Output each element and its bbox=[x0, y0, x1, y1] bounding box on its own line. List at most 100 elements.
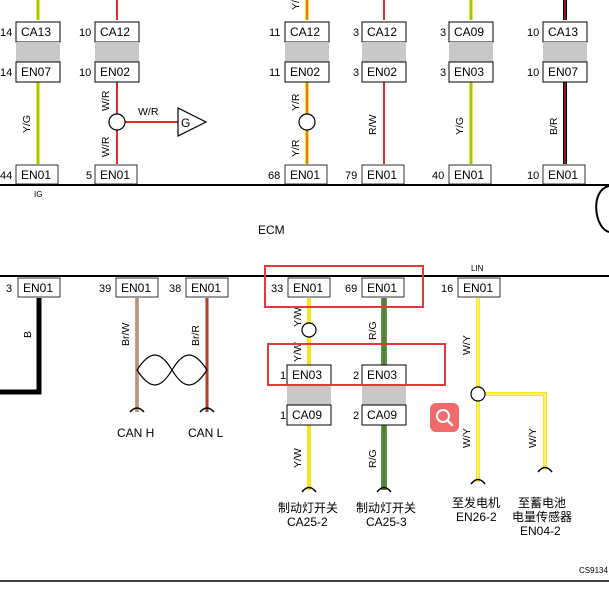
upper-connector-1: 14 CA13 14 EN07 bbox=[0, 21, 61, 83]
svg-text:3: 3 bbox=[440, 67, 446, 79]
wire-label-rw: R/W bbox=[367, 115, 379, 136]
svg-text:EN01: EN01 bbox=[367, 281, 397, 295]
svg-text:10: 10 bbox=[527, 67, 539, 79]
svg-text:EN01: EN01 bbox=[191, 281, 221, 295]
svg-text:EN07: EN07 bbox=[21, 65, 51, 79]
wire-label-yw-b: Y/W bbox=[292, 342, 304, 362]
splice-yr bbox=[298, 113, 316, 131]
svg-text:2: 2 bbox=[353, 370, 359, 382]
lin-label: LIN bbox=[471, 264, 484, 273]
ecm-top-pin-5: 40 EN01 bbox=[432, 164, 492, 185]
dest-gen-code: EN26-2 bbox=[456, 510, 497, 524]
svg-text:14: 14 bbox=[0, 67, 12, 79]
ca09-connector-2: 2 CA09 bbox=[353, 385, 407, 426]
ecm-bottom-pin-5: 69 EN01 bbox=[345, 277, 405, 298]
svg-text:EN03: EN03 bbox=[454, 65, 484, 79]
svg-text:14: 14 bbox=[0, 27, 12, 39]
dest-bat-name1: 至蓄电池 bbox=[518, 496, 566, 510]
svg-text:CA09: CA09 bbox=[454, 25, 484, 39]
dest-brake2-code: CA25-3 bbox=[366, 515, 407, 529]
en03-connector-1: 1 EN03 bbox=[280, 364, 332, 386]
svg-text:40: 40 bbox=[432, 170, 444, 182]
ecm-top-pin-4: 79 EN01 bbox=[345, 164, 405, 185]
wire-can-pair bbox=[129, 298, 215, 413]
dest-brake1-name: 制动灯开关 bbox=[278, 501, 338, 515]
svg-text:CA12: CA12 bbox=[100, 25, 130, 39]
can-h-label: CAN H bbox=[117, 426, 154, 440]
wire-label-wy-b: W/Y bbox=[461, 428, 473, 448]
ecm-top-pin-1: 44 EN01 bbox=[0, 164, 59, 185]
highlight-ecm-pins-33-69 bbox=[264, 265, 424, 308]
wire-label-wy-a: W/Y bbox=[461, 335, 473, 355]
svg-text:EN02: EN02 bbox=[367, 65, 397, 79]
highlight-en03-pins bbox=[267, 343, 446, 386]
ecm-bottom-pin-4: 33 EN01 bbox=[271, 277, 331, 298]
svg-text:69: 69 bbox=[345, 283, 357, 295]
dest-bat-code: EN04-2 bbox=[520, 524, 561, 538]
wire-b bbox=[0, 298, 42, 395]
svg-text:68: 68 bbox=[268, 170, 280, 182]
wire-label-yr-top: Y/R bbox=[290, 0, 302, 10]
ecm-top-pin-3: 68 EN01 bbox=[268, 164, 328, 185]
splice-yw bbox=[301, 322, 317, 338]
svg-text:3: 3 bbox=[440, 27, 446, 39]
svg-text:EN01: EN01 bbox=[463, 281, 493, 295]
ground-g-icon bbox=[177, 107, 208, 137]
wire-yg-2 bbox=[469, 0, 473, 164]
svg-text:1: 1 bbox=[280, 410, 286, 422]
dest-brake1-code: CA25-2 bbox=[287, 515, 328, 529]
svg-text:11: 11 bbox=[269, 67, 280, 79]
upper-connector-4: 3 CA12 3 EN02 bbox=[353, 21, 407, 83]
wire-label-wy-c: W/Y bbox=[527, 428, 539, 448]
dest-bat-name2: 电量传感器 bbox=[512, 509, 572, 524]
wire-label-rg-a: R/G bbox=[367, 321, 379, 340]
ground-label: G bbox=[181, 116, 190, 130]
ecm-label: ECM bbox=[258, 223, 285, 237]
svg-text:10: 10 bbox=[527, 27, 539, 39]
svg-text:CA12: CA12 bbox=[290, 25, 320, 39]
can-l-label: CAN L bbox=[188, 426, 224, 440]
svg-text:79: 79 bbox=[345, 170, 357, 182]
svg-text:EN01: EN01 bbox=[23, 281, 53, 295]
svg-text:10: 10 bbox=[79, 27, 91, 39]
search-button[interactable] bbox=[430, 403, 459, 432]
en03-connector-2: 2 EN03 bbox=[353, 364, 407, 386]
svg-text:1: 1 bbox=[280, 370, 286, 382]
svg-text:10: 10 bbox=[79, 67, 91, 79]
wire-label-yw-a: Y/W bbox=[292, 307, 304, 327]
dest-gen-name: 至发电机 bbox=[452, 495, 500, 510]
upper-connector-2: 10 CA12 10 EN02 bbox=[79, 21, 140, 83]
splice-wr bbox=[108, 113, 126, 131]
svg-text:EN07: EN07 bbox=[548, 65, 578, 79]
svg-text:EN01: EN01 bbox=[293, 281, 323, 295]
wire-yg-1 bbox=[36, 0, 40, 164]
wire-label-wr-b: W/R bbox=[100, 136, 112, 157]
svg-text:CA12: CA12 bbox=[367, 25, 397, 39]
svg-text:EN01: EN01 bbox=[21, 168, 51, 182]
svg-text:10: 10 bbox=[527, 170, 539, 182]
svg-text:EN01: EN01 bbox=[290, 168, 320, 182]
wire-br bbox=[563, 0, 567, 164]
wire-label-yw-c: Y/W bbox=[292, 448, 304, 468]
svg-text:EN01: EN01 bbox=[121, 281, 151, 295]
svg-text:2: 2 bbox=[353, 410, 359, 422]
svg-text:EN02: EN02 bbox=[100, 65, 130, 79]
svg-text:EN01: EN01 bbox=[100, 168, 130, 182]
svg-text:EN03: EN03 bbox=[367, 368, 397, 382]
wire-label-yg2: Y/G bbox=[454, 117, 466, 135]
wire-label-br: B/R bbox=[548, 117, 560, 135]
svg-text:CA09: CA09 bbox=[292, 408, 322, 422]
svg-text:33: 33 bbox=[271, 283, 283, 295]
svg-text:EN01: EN01 bbox=[454, 168, 484, 182]
svg-text:3: 3 bbox=[353, 67, 359, 79]
search-icon bbox=[436, 409, 454, 427]
ecm-bottom-pin-6: 16 EN01 bbox=[441, 277, 501, 298]
ecm-bottom-pin-1: 3 EN01 bbox=[6, 277, 61, 298]
upper-connector-5: 3 CA09 3 EN03 bbox=[440, 21, 494, 83]
wire-label-yg1: Y/G bbox=[21, 115, 33, 133]
svg-text:38: 38 bbox=[169, 283, 181, 295]
ecm-bottom-pin-3: 38 EN01 bbox=[169, 277, 229, 298]
wire-label-rg-b: R/G bbox=[367, 449, 379, 468]
wire-label-yr-b: Y/R bbox=[290, 139, 302, 157]
